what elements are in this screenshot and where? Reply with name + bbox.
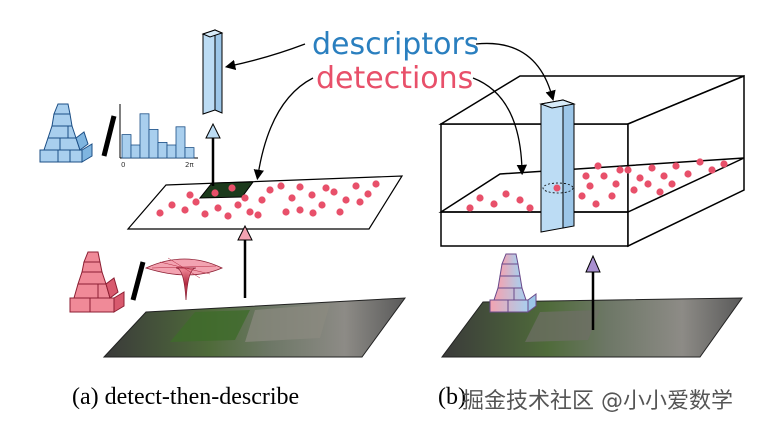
detection-point — [502, 190, 510, 198]
histogram-bars — [121, 113, 195, 159]
histogram-bar — [121, 134, 132, 159]
arrowhead-purple-b — [585, 254, 601, 273]
detection-point — [336, 208, 344, 216]
detection-point — [282, 208, 290, 216]
arrow-detections-to-a — [253, 77, 314, 181]
detection-point — [490, 200, 498, 208]
detection-point — [356, 198, 364, 206]
detection-point — [254, 211, 262, 219]
detection-point — [594, 162, 602, 170]
detection-point — [228, 184, 236, 192]
detection-point — [296, 183, 304, 191]
arrowhead-pink-a — [237, 224, 253, 241]
arrowhead-blue-a — [205, 122, 221, 139]
detection-point — [201, 210, 209, 218]
detection-points-a — [156, 180, 380, 220]
detection-point — [352, 182, 360, 190]
descriptor-vector-a — [201, 29, 224, 115]
detection-point — [266, 186, 274, 194]
detection-point — [612, 180, 620, 188]
detection-point — [364, 190, 372, 198]
detection-point — [192, 198, 200, 206]
detection-point — [586, 182, 594, 190]
feature-volume-box — [438, 74, 745, 248]
detection-point — [224, 212, 232, 220]
detection-point — [318, 201, 326, 209]
detection-point — [616, 166, 624, 174]
detection-point — [708, 166, 716, 174]
detection-point — [322, 184, 330, 192]
detection-point — [211, 189, 219, 197]
detection-point — [608, 192, 616, 200]
detection-point — [214, 204, 222, 212]
detection-point — [241, 194, 249, 202]
detection-points-b — [466, 158, 728, 212]
detection-point — [181, 206, 189, 214]
histogram-bar — [184, 147, 195, 159]
detection-point — [246, 208, 254, 216]
detection-point — [308, 191, 316, 199]
detection-point — [644, 180, 652, 188]
detection-point — [466, 204, 474, 212]
caption-b: (b) — [438, 384, 466, 410]
detection-point — [476, 194, 484, 202]
detection-point — [582, 172, 590, 180]
arrow-detections-to-b — [472, 77, 528, 176]
detection-point — [526, 204, 534, 212]
detection-point — [668, 180, 676, 188]
watermark-text: 掘金技术社区 @小小爱数学 — [462, 389, 733, 414]
detection-point — [296, 206, 304, 214]
detection-point — [630, 186, 638, 194]
detection-point — [720, 160, 728, 168]
detection-plane-a — [126, 175, 404, 230]
detection-point — [660, 172, 668, 180]
detection-point — [186, 191, 194, 199]
histogram-tick-end: 2π — [185, 161, 194, 169]
histogram-tick-start: 0 — [121, 161, 125, 169]
detection-point — [342, 196, 350, 204]
detection-point — [696, 158, 704, 166]
detection-point — [684, 170, 692, 178]
hog-pyramid-icon — [39, 103, 93, 163]
detection-point — [234, 201, 242, 209]
dog-surface-icon — [144, 257, 223, 301]
detection-point — [516, 196, 524, 204]
detection-point — [309, 209, 317, 217]
orientation-histogram: 0 2π — [119, 104, 198, 169]
dog-pyramid-icon — [69, 251, 125, 313]
arrow-descriptors-to-b — [475, 42, 556, 102]
input-image-plane-a — [102, 297, 407, 358]
detection-point — [288, 194, 296, 202]
descriptor-vector-b — [539, 99, 576, 233]
detection-point — [168, 201, 176, 209]
detection-point — [372, 180, 380, 188]
separator-slash-top-a — [101, 115, 117, 157]
detection-point — [672, 162, 680, 170]
detection-point — [277, 182, 285, 190]
detection-point — [578, 192, 586, 200]
histogram-bar — [139, 113, 150, 159]
joint-pyramid-icon — [489, 253, 537, 313]
histogram-bar — [148, 128, 159, 159]
histogram-bar — [175, 126, 186, 159]
arrow-descriptors-to-a — [224, 43, 306, 71]
detection-point — [636, 174, 644, 182]
detection-point — [330, 188, 338, 196]
detection-point — [648, 164, 656, 172]
histogram-bar — [166, 144, 177, 159]
descriptors-label: descriptors — [312, 27, 479, 62]
histogram-bar — [157, 141, 168, 159]
caption-a: (a) detect-then-describe — [72, 384, 299, 410]
detection-point — [656, 188, 664, 196]
detection-point — [156, 209, 164, 217]
separator-slash-bottom-a — [130, 261, 146, 301]
histogram-bar — [130, 144, 141, 159]
detection-point — [592, 200, 600, 208]
detection-point — [624, 166, 632, 174]
detection-point — [258, 196, 266, 204]
detections-label: detections — [316, 61, 473, 96]
detection-point — [600, 172, 608, 180]
